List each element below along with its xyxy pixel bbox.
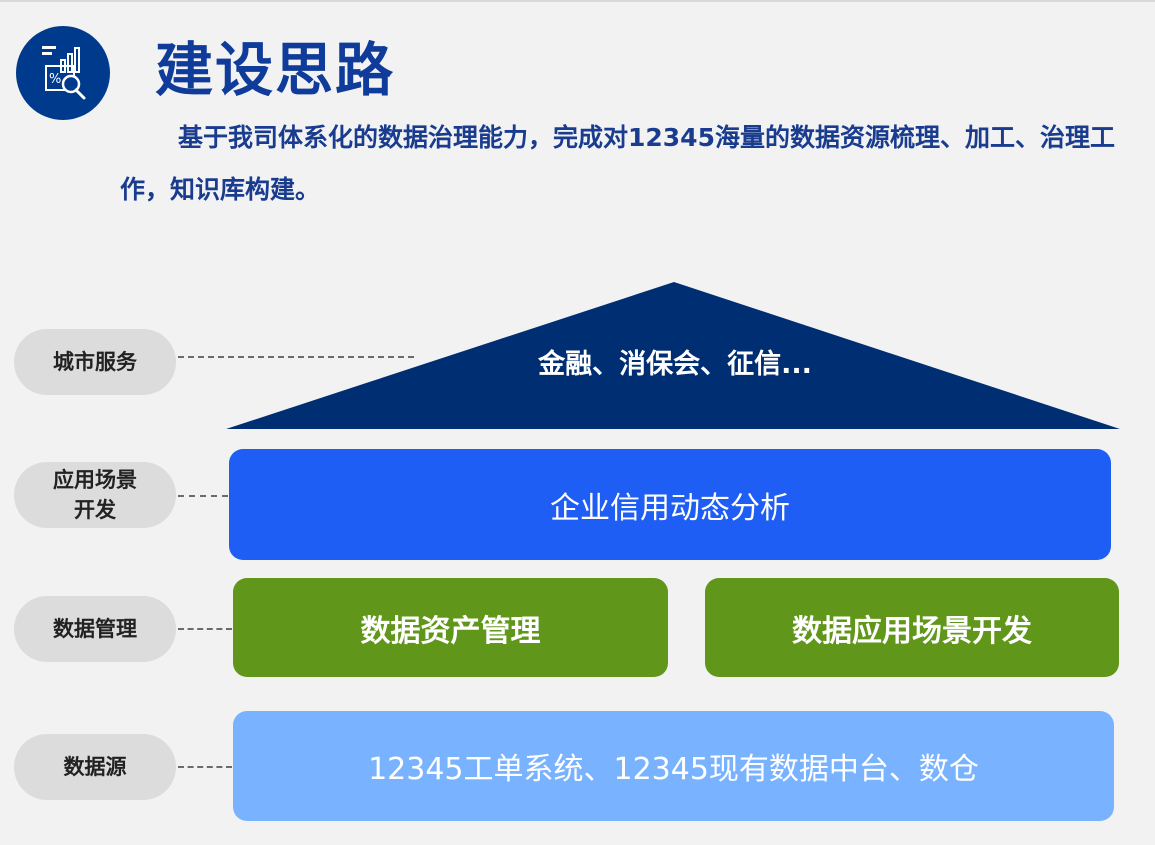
app-scene-content: 企业信用动态分析 (550, 490, 790, 526)
label-city-service-text: 城市服务 (53, 350, 137, 374)
dash-data-source (178, 766, 232, 768)
data-scene-box: 数据应用场景开发 (705, 578, 1119, 677)
label-data-source-text: 数据源 (63, 755, 127, 779)
data-source-box: 12345工单系统、12345现有数据中台、数仓 (233, 711, 1114, 821)
data-asset-content: 数据资产管理 (360, 613, 541, 649)
app-scene-box: 企业信用动态分析 (229, 449, 1111, 560)
top-divider (0, 0, 1155, 2)
label-city-service: 城市服务 (14, 329, 176, 395)
logo: % (16, 26, 110, 120)
label-data-source: 数据源 (14, 734, 176, 800)
label-app-scene-line1: 应用场景 (53, 468, 137, 492)
label-app-scene-line2: 开发 (74, 498, 116, 522)
dash-city-service (178, 356, 414, 358)
svg-text:%: % (49, 72, 61, 87)
dash-data-management (178, 628, 232, 630)
data-asset-box: 数据资产管理 (233, 578, 668, 677)
label-data-management-text: 数据管理 (53, 617, 137, 641)
page-description: 基于我司体系化的数据治理能力，完成对12345海量的数据资源梳理、加工、治理工作… (120, 123, 1115, 204)
data-scene-content: 数据应用场景开发 (792, 613, 1032, 649)
label-app-scene: 应用场景 开发 (14, 462, 176, 528)
page-title: 建设思路 (155, 36, 396, 104)
data-analytics-icon: % (42, 46, 86, 100)
dash-app-scene (178, 495, 228, 497)
data-source-content: 12345工单系统、12345现有数据中台、数仓 (368, 752, 979, 787)
city-service-triangle (226, 282, 1120, 429)
city-service-content: 金融、消保会、征信... (538, 349, 812, 380)
label-data-management: 数据管理 (14, 596, 176, 662)
